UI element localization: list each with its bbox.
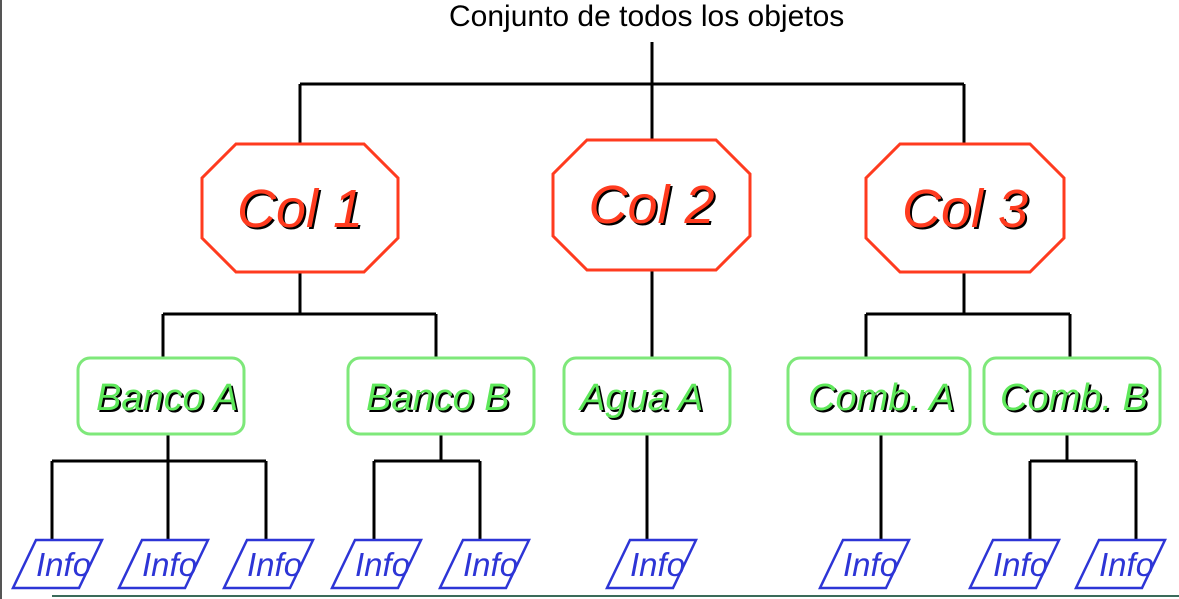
col3-octagon [864, 142, 1066, 274]
info-7-shape [818, 538, 911, 590]
info-9-shape [1074, 538, 1167, 590]
comb-a-label: Comb. A [808, 377, 955, 419]
info-3-shape [222, 538, 315, 590]
info-1-shape [11, 538, 104, 590]
info-2-label: Info [142, 546, 198, 583]
root-label: Conjunto de todos los objetos [449, 0, 845, 33]
comb-b-label: Comb. B [1000, 377, 1148, 419]
agua-a-box [562, 356, 732, 436]
info-8-label: Info [993, 546, 1049, 583]
agua-a-label: Agua A [580, 377, 704, 419]
col2-octagon [551, 138, 752, 272]
info-3-label: Info [247, 546, 303, 583]
info-8-shape [968, 538, 1061, 590]
comb-b-box [982, 356, 1162, 436]
col3-label: Col 3 [901, 179, 1029, 239]
info-4-label: Info [355, 546, 411, 583]
info-1-label: Info [36, 546, 92, 583]
info-5-shape [438, 538, 531, 590]
comb-a-box [786, 356, 972, 436]
info-6-shape [605, 538, 698, 590]
connector-lines [50, 42, 1138, 540]
info-5-label: Info [463, 546, 519, 583]
col2-label: Col 2 [588, 175, 715, 235]
col1-octagon [200, 142, 400, 274]
info-7-label: Info [843, 546, 899, 583]
banco-a-box [76, 356, 246, 436]
info-2-shape [117, 538, 210, 590]
col1-label: Col 1 [236, 179, 364, 239]
banco-b-label: Banco B [366, 377, 510, 419]
info-9-label: Info [1099, 546, 1155, 583]
info-4-shape [330, 538, 423, 590]
info-6-label: Info [630, 546, 686, 583]
object-nodes [11, 538, 1167, 590]
collection-nodes [200, 138, 1066, 274]
banco-b-box [346, 356, 536, 436]
banco-a-label: Banco A [96, 377, 239, 419]
subcollection-nodes [76, 356, 1162, 436]
